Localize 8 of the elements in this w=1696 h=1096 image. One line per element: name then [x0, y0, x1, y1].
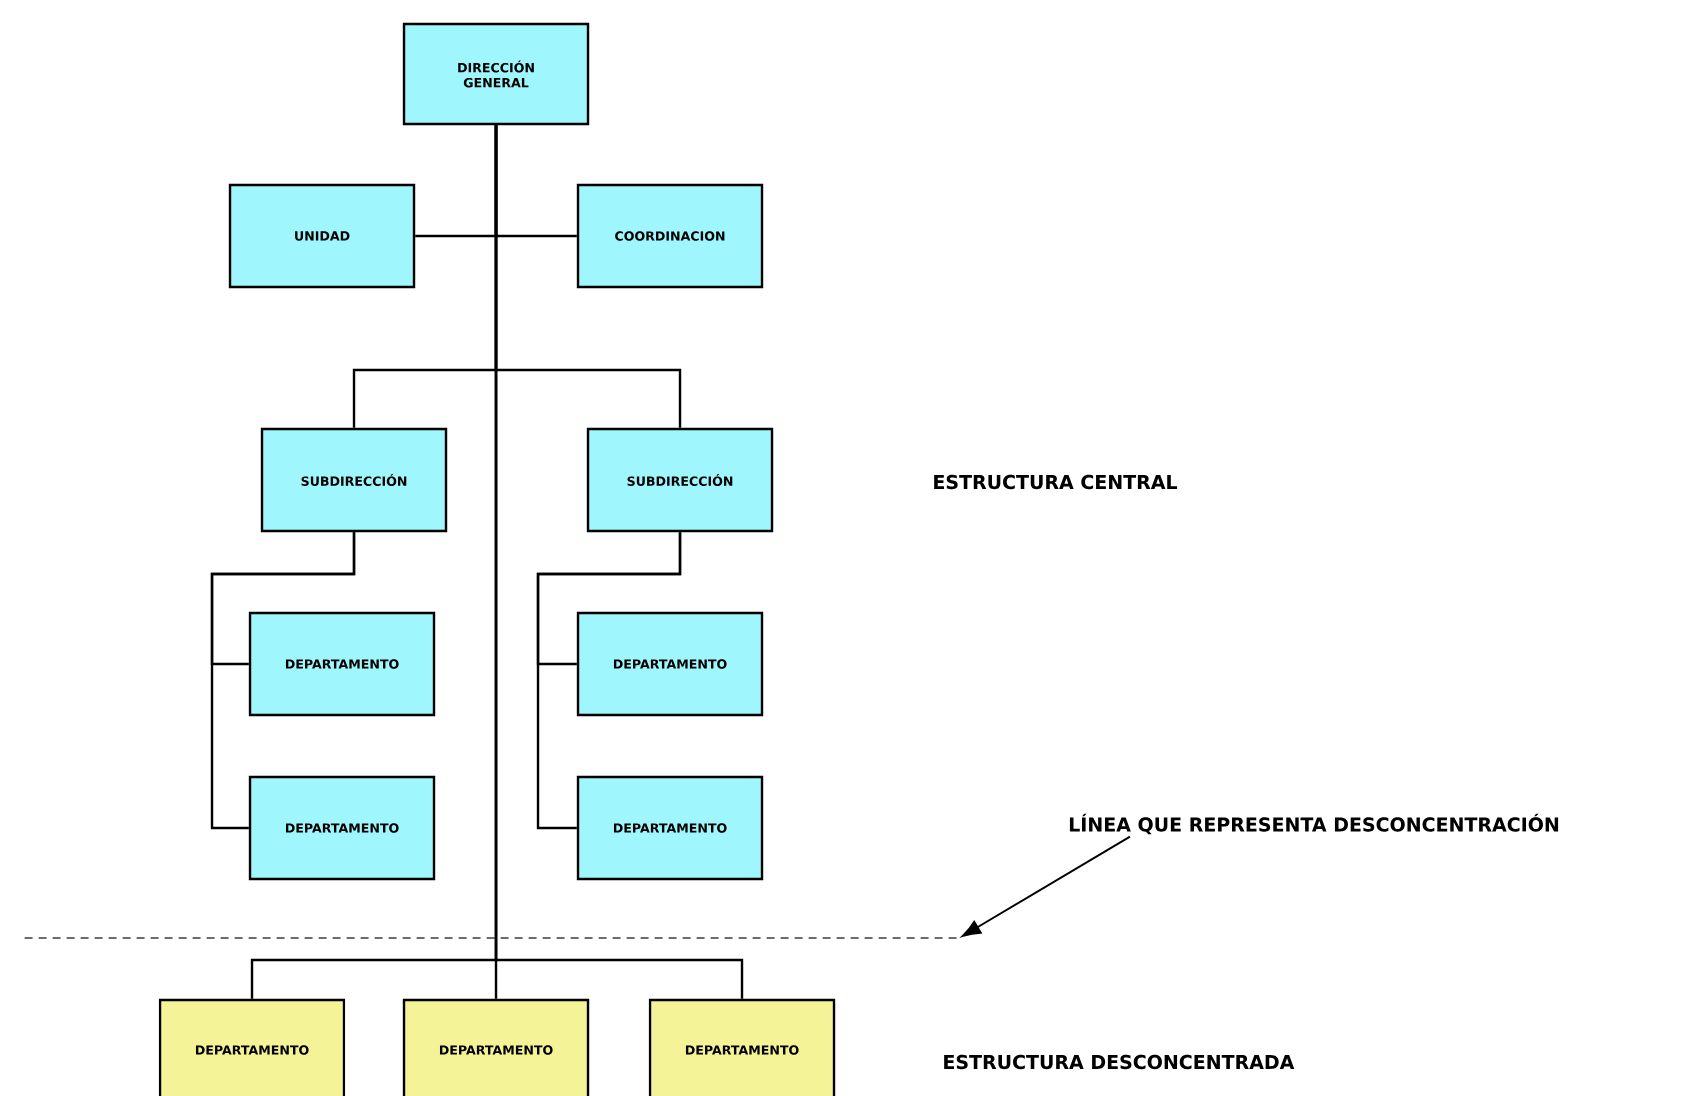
section-label: ESTRUCTURA CENTRAL [934, 474, 1178, 490]
connector-line [536, 532, 682, 830]
dashed-line [23, 937, 961, 939]
connector-line [494, 125, 744, 999]
connector-line [210, 532, 356, 830]
section-label: ESTRUCTURA DESCONCENTRADA [944, 1054, 1295, 1070]
leader-arrow [962, 920, 982, 937]
note-text: LÍNEA QUE REPRESENTA DESCONCENTRACIÓN [1069, 813, 1559, 835]
